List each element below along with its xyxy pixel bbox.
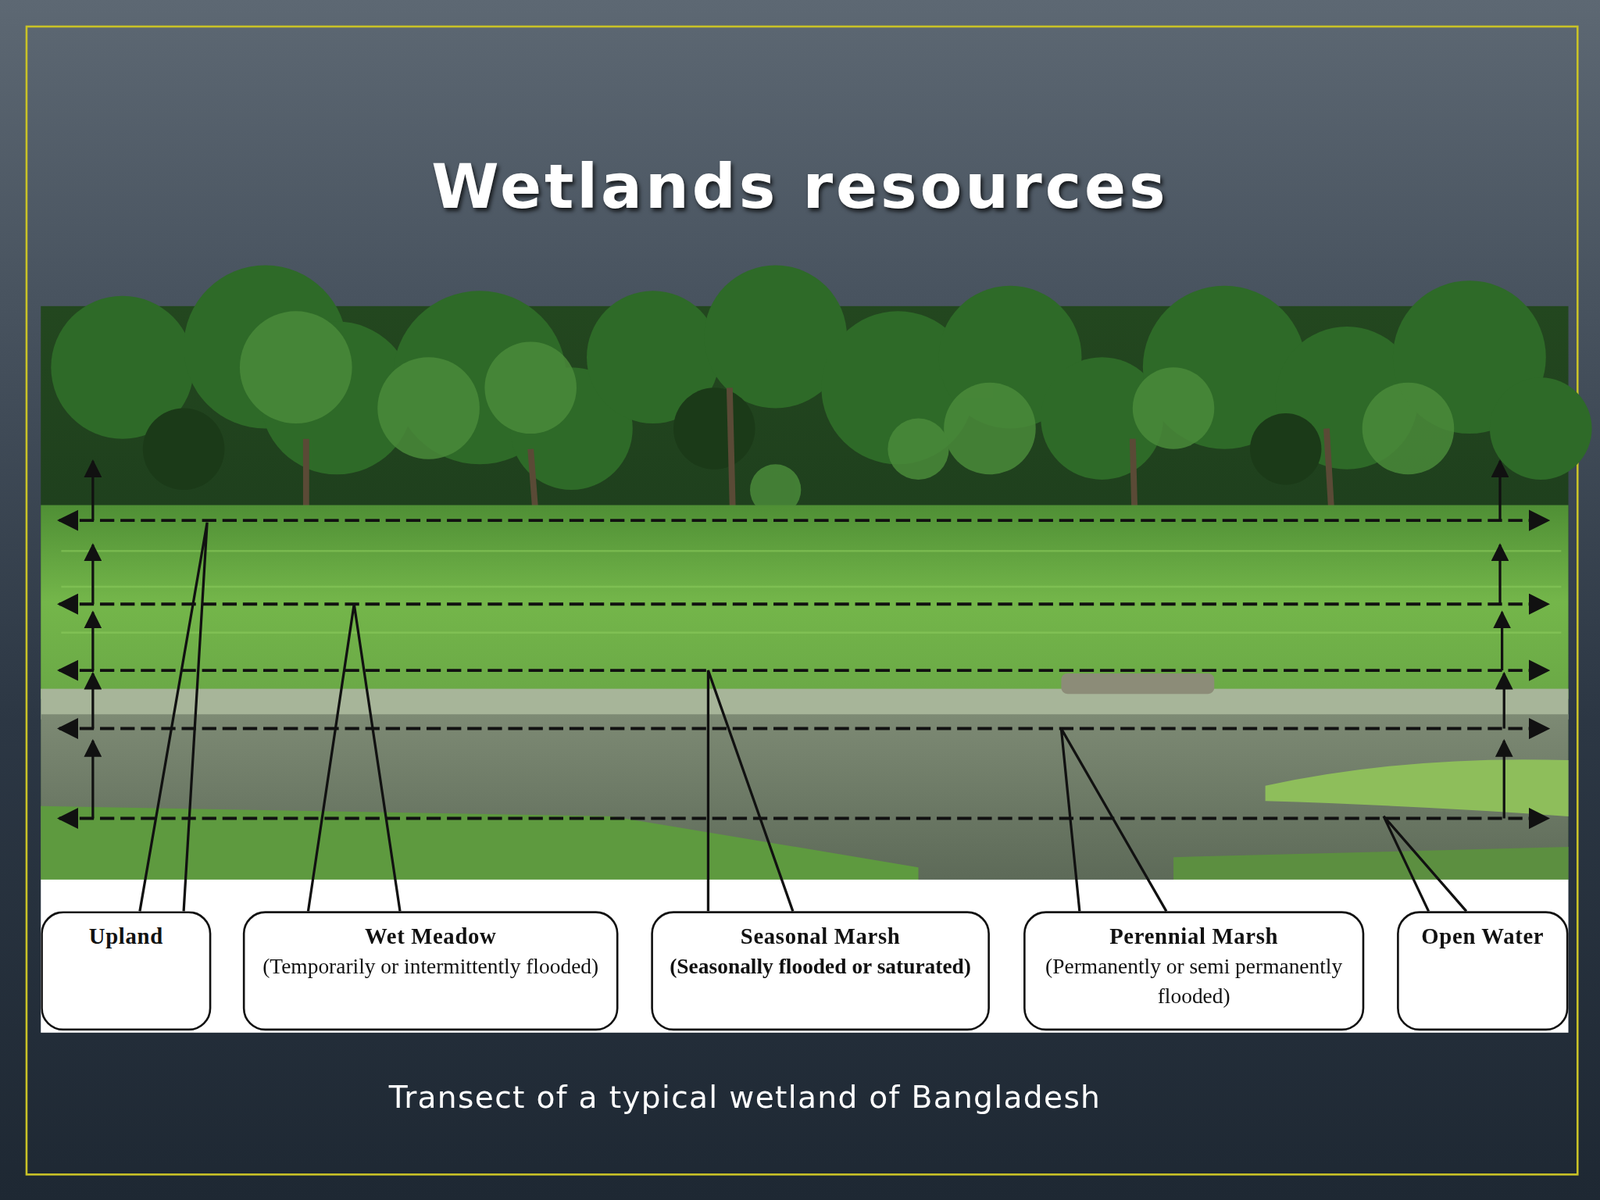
leader-lines — [139, 522, 1467, 912]
zone-name: Open Water — [1399, 921, 1567, 952]
zone-box: Open Water — [1396, 910, 1568, 1031]
zone-name: Perennial Marsh — [1025, 921, 1363, 952]
slide-title: Wetlands resources — [0, 150, 1600, 222]
zone-name: Wet Meadow — [244, 921, 616, 952]
zone-box: Upland — [40, 910, 211, 1031]
zone-description: (Seasonally flooded or saturated) — [653, 951, 988, 982]
zone-box: Perennial Marsh(Permanently or semi perm… — [1023, 910, 1365, 1031]
figure-caption: Transect of a typical wetland of Banglad… — [336, 1079, 1154, 1116]
zone-description: (Permanently or semi permanently flooded… — [1025, 951, 1363, 1012]
zone-box: Wet Meadow(Temporarily or intermittently… — [242, 910, 619, 1031]
zone-name: Upland — [42, 921, 210, 952]
zone-name: Seasonal Marsh — [653, 921, 988, 952]
zone-box: Seasonal Marsh(Seasonally flooded or sat… — [650, 910, 990, 1031]
zone-description: (Temporarily or intermittently flooded) — [244, 951, 616, 982]
